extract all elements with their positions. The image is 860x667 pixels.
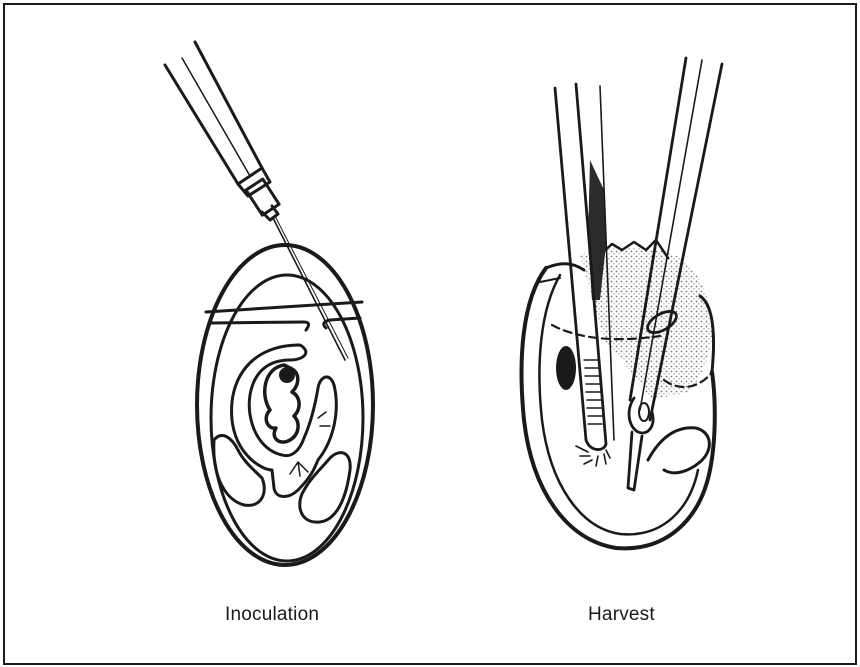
- caption-harvest: Harvest: [588, 604, 655, 626]
- chick-embryo: [214, 345, 350, 522]
- harvest-dark-spot: [556, 346, 576, 390]
- embryo-eye: [279, 367, 295, 383]
- syringe: [165, 42, 279, 220]
- syringe-needle: [273, 218, 345, 360]
- inoculation-drawing: [165, 42, 373, 565]
- harvest-drawing: [522, 58, 722, 548]
- egg-shell-outer: [197, 245, 373, 565]
- caption-inoculation: Inoculation: [225, 604, 319, 626]
